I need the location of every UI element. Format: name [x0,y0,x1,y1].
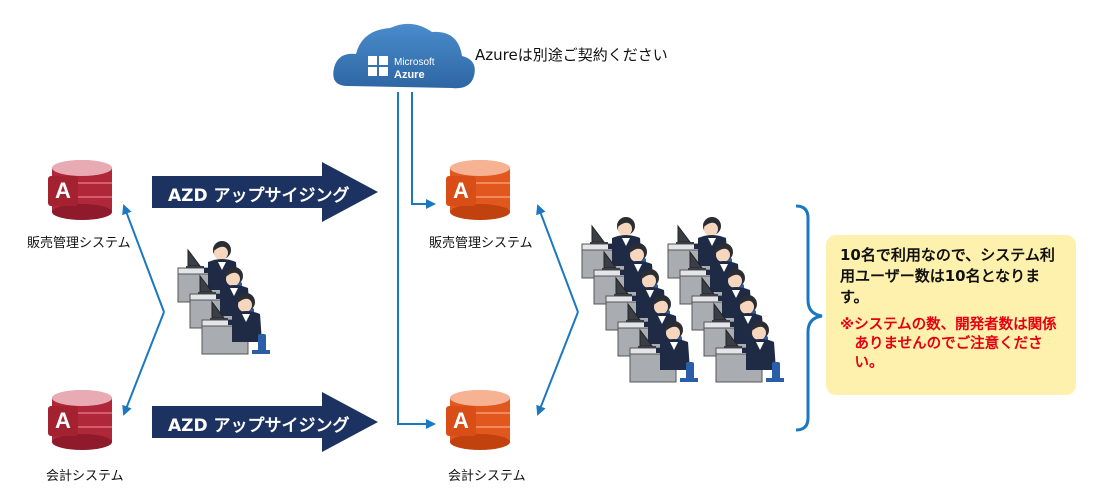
migration-arrow-label-sales: AZD アップサイジング [168,186,350,206]
left-sales-system-label: 販売管理システム [27,236,131,251]
license-note-main: 10名で利用なので、システム利用ユーザー数は10名となります。 [840,246,1055,306]
developers-group-illustration [177,240,271,355]
users-group-illustration [581,216,785,383]
license-note-box: 10名で利用なので、システム利用ユーザー数は10名となります。 ※システムの数、… [826,235,1076,395]
cloud-connector-lines [397,92,436,429]
migration-arrow-accounting [152,392,378,452]
windows-logo-icon [368,56,388,76]
right-accounting-system-label: 会計システム [448,469,526,484]
azure-db-icon-accounting-right [446,390,510,450]
migration-arrow-sales [152,162,378,222]
azure-logo-line1: Microsoft [394,57,435,68]
license-note-warning: ※システムの数、開発者数は関係ありませんのでご注意ください。 [840,317,1057,371]
access-db-icon-sales-left [48,160,112,220]
right-sales-system-label: 販売管理システム [429,236,533,251]
group-brace [795,204,823,432]
azure-cloud: Microsoft Azure [333,23,475,89]
azure-logo-line2: Azure [394,69,425,81]
left-accounting-system-label: 会計システム [46,469,124,484]
azure-contract-note: Azureは別途ご契約ください [475,46,668,64]
left-user-connector [122,204,165,416]
right-user-connector [536,204,579,416]
azure-db-icon-sales-right [446,160,510,220]
migration-arrow-label-accounting: AZD アップサイジング [168,416,350,436]
access-db-icon-accounting-left [48,390,112,450]
